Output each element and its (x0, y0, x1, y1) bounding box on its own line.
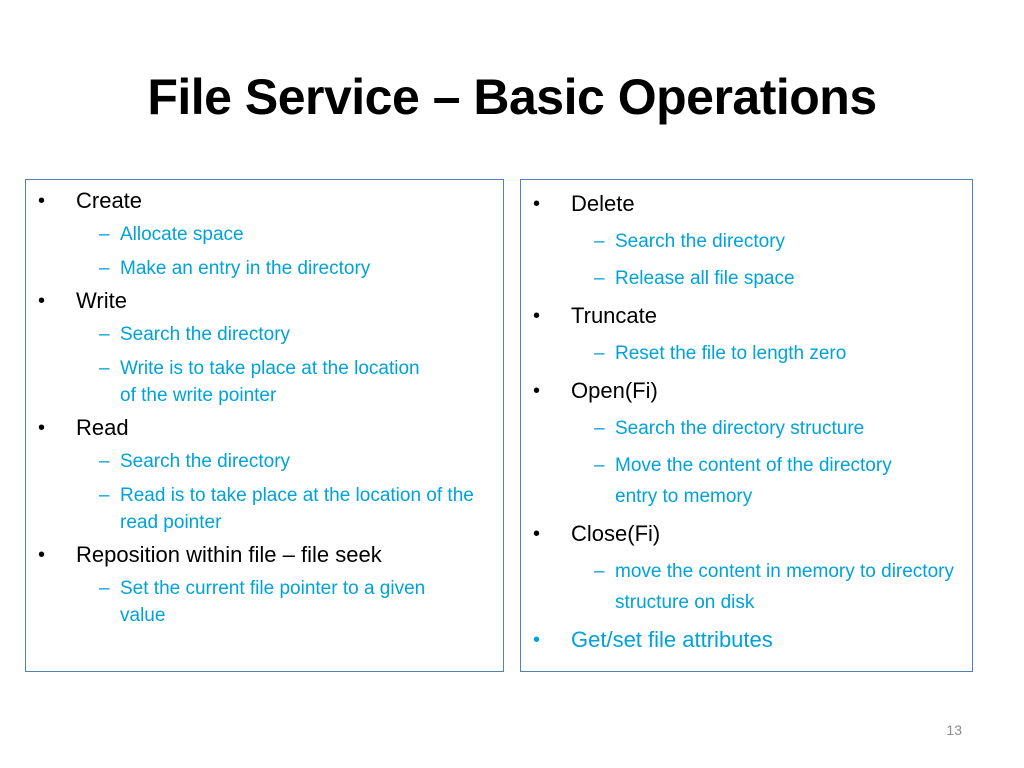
list-item-close: • Close(Fi) – move the content in memory… (533, 521, 962, 618)
left-bullet-list: • Create – Allocate space – Make an entr… (38, 188, 493, 629)
list-item-write: • Write – Search the directory – Write i… (38, 288, 493, 409)
sub-item: – Search the directory (533, 226, 962, 257)
sub-list: – Search the directory structure – Move … (571, 413, 962, 512)
sub-item-text: Release all file space (615, 268, 795, 289)
item-label: Write (76, 288, 127, 313)
sub-item-text: Allocate space (120, 224, 244, 245)
sub-item: – Release all file space (533, 263, 962, 294)
bullet-icon: • (533, 629, 541, 651)
list-item-truncate: • Truncate – Reset the file to length ze… (533, 303, 962, 369)
sub-list: – Search the directory – Write is to tak… (76, 321, 493, 409)
slide-title: File Service – Basic Operations (147, 69, 877, 125)
list-item-read: • Read – Search the directory – Read is … (38, 415, 493, 536)
dash-icon: – (99, 485, 110, 506)
left-panel: • Create – Allocate space – Make an entr… (25, 179, 504, 672)
sub-item: – Search the directory structure (533, 413, 962, 444)
sub-item-text: Write is to take place at the location o… (120, 358, 420, 406)
item-label: Close(Fi) (571, 521, 661, 546)
dash-icon: – (594, 231, 605, 252)
bullet-icon: • (38, 290, 46, 312)
bullet-icon: • (533, 193, 541, 215)
sub-list: – move the content in memory to director… (571, 556, 962, 618)
bullet-icon: • (533, 523, 541, 545)
sub-item-text: move the content in memory to directory … (615, 561, 954, 613)
sub-item-text: Set the current file pointer to a given … (120, 578, 426, 626)
list-item-create: • Create – Allocate space – Make an entr… (38, 188, 493, 282)
sub-item: – Search the directory (38, 321, 493, 348)
sub-item-text: Search the directory (120, 324, 291, 345)
item-label: Reposition within file – file seek (76, 542, 382, 567)
item-label: Read (76, 415, 129, 440)
dash-icon: – (594, 455, 605, 476)
bullet-icon: • (38, 417, 46, 439)
sub-list: – Search the directory – Release all fil… (571, 226, 962, 294)
sub-item: – Move the content of the directory entr… (533, 450, 962, 512)
dash-icon: – (594, 343, 605, 364)
item-label: Delete (571, 191, 635, 216)
dash-icon: – (99, 578, 110, 599)
sub-list: – Allocate space – Make an entry in the … (76, 221, 493, 282)
sub-item-text: Search the directory structure (615, 418, 865, 439)
sub-item: – Make an entry in the directory (38, 255, 493, 282)
list-item-get-set-attributes: • Get/set file attributes (533, 627, 962, 653)
bullet-icon: • (38, 190, 46, 212)
sub-list: – Search the directory – Read is to take… (76, 448, 493, 536)
sub-item-text: Search the directory (615, 231, 786, 252)
sub-item: – Allocate space (38, 221, 493, 248)
dash-icon: – (594, 418, 605, 439)
sub-list: – Set the current file pointer to a give… (76, 575, 493, 629)
sub-item: – Read is to take place at the location … (38, 482, 493, 536)
sub-item: – Set the current file pointer to a give… (38, 575, 493, 629)
bullet-icon: • (38, 544, 46, 566)
item-label: Get/set file attributes (571, 627, 773, 652)
right-bullet-list: • Delete – Search the directory – Releas… (533, 191, 962, 653)
sub-item: – Search the directory (38, 448, 493, 475)
sub-list: – Reset the file to length zero (571, 338, 962, 369)
bullet-icon: • (533, 380, 541, 402)
sub-item-text: Read is to take place at the location of… (120, 485, 474, 533)
dash-icon: – (99, 324, 110, 345)
right-panel: • Delete – Search the directory – Releas… (520, 179, 973, 672)
dash-icon: – (594, 561, 605, 582)
sub-item: – move the content in memory to director… (533, 556, 962, 618)
dash-icon: – (99, 358, 110, 379)
sub-item: – Reset the file to length zero (533, 338, 962, 369)
item-label: Create (76, 188, 143, 213)
dash-icon: – (99, 258, 110, 279)
dash-icon: – (99, 451, 110, 472)
bullet-icon: • (533, 305, 541, 327)
dash-icon: – (594, 268, 605, 289)
item-label: Truncate (571, 303, 658, 328)
dash-icon: – (99, 224, 110, 245)
list-item-delete: • Delete – Search the directory – Releas… (533, 191, 962, 294)
sub-item: – Write is to take place at the location… (38, 355, 493, 409)
list-item-open: • Open(Fi) – Search the directory struct… (533, 378, 962, 512)
sub-item-text: Make an entry in the directory (120, 258, 371, 279)
page-number: 13 (946, 722, 962, 738)
sub-item-text: Reset the file to length zero (615, 343, 847, 364)
sub-item-text: Search the directory (120, 451, 291, 472)
item-label: Open(Fi) (571, 378, 658, 403)
sub-item-text: Move the content of the directory entry … (615, 455, 892, 507)
list-item-reposition: • Reposition within file – file seek – S… (38, 542, 493, 629)
